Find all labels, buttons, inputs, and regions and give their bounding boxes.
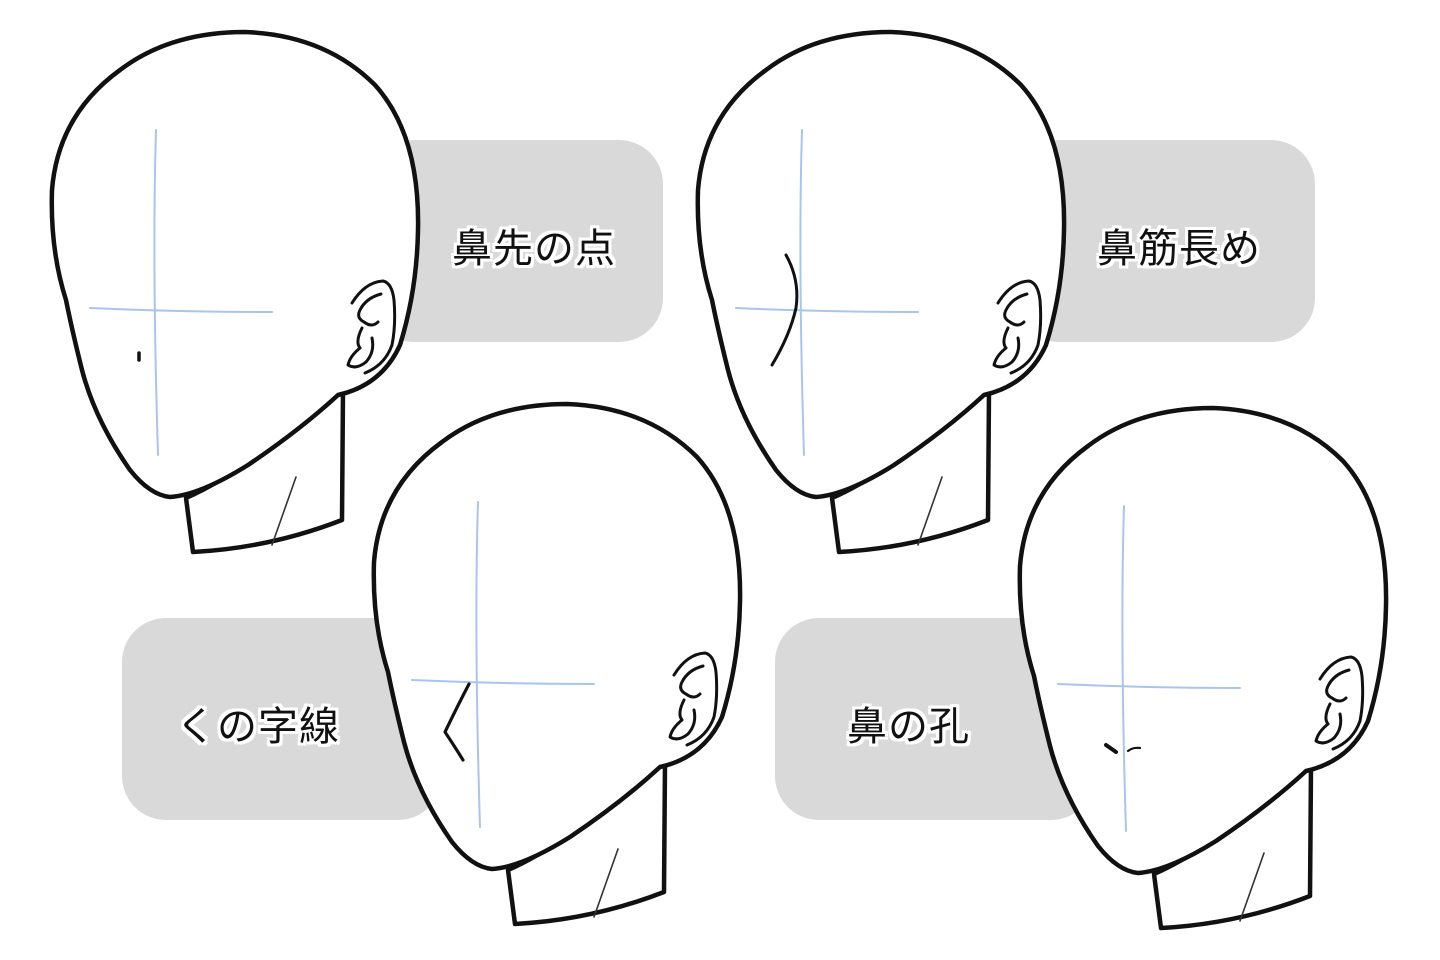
label-ku-shaped-line: くの字線 (176, 704, 340, 750)
label-nostrils: 鼻の孔 (847, 704, 970, 750)
head-ku-shaped-line (374, 404, 740, 924)
nose-angle-mark (443, 682, 471, 762)
nose-long-curve-mark (770, 253, 799, 367)
nostril-left-mark (1104, 743, 1118, 754)
head-nostrils (1020, 408, 1386, 928)
head-long-nose-bridge (698, 32, 1064, 552)
nostril-right-mark (1126, 746, 1142, 753)
label-box-ku-shaped-line: くの字線 (122, 618, 442, 820)
head-nose-tip-dot (52, 32, 418, 552)
label-long-nose-bridge: 鼻筋長め (1097, 226, 1261, 272)
label-nose-tip-dot: 鼻先の点 (452, 226, 616, 272)
